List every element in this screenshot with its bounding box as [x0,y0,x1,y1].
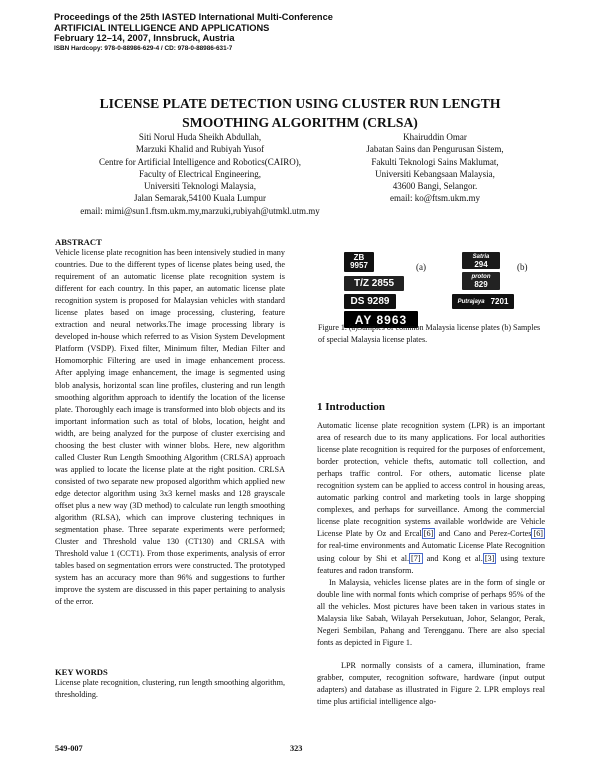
plate-image: AY 8963 [344,311,418,328]
figure-1: ZB 9957 T/Z 2855 DS 9289 AY 8963 (a) Sat… [320,250,545,410]
plate-text: DS 9289 [350,296,390,307]
figure-label-a: (a) [416,262,426,272]
keywords-text: License plate recognition, clustering, r… [55,678,285,700]
author-right-line: Jabatan Sains dan Pengurusan Sistem, [366,144,504,155]
author-left-line: Centre for Artificial Intelligence and R… [99,156,301,167]
proceedings-header: Proceedings of the 25th IASTED Internati… [54,12,333,54]
intro-heading: 1 Introduction [317,401,385,413]
plate-text: 7201 [490,297,509,306]
author-left-line: Siti Norul Huda Sheikh Abdullah, [138,132,262,142]
plate-text: 9957 [350,261,368,270]
header-line-1: Proceedings of the 25th IASTED Internati… [54,12,333,22]
citation-link[interactable]: [7] [409,552,423,564]
citation-link[interactable]: [6] [421,528,436,540]
intro-text: using texture features and radon transfo… [317,553,545,575]
author-right-line: Khairuddin Omar [403,132,467,142]
plate-image: Putrajaya 7201 [452,294,514,309]
plate-text: Putrajaya [457,298,485,305]
author-right-email: email: ko@ftsm.ukm.my [389,193,481,204]
intro-paragraph-2: In Malaysia, vehicles license plates are… [317,577,545,647]
header-line-4: ISBN Hardcopy: 978-0-88986-629-4 / CD: 9… [54,44,233,52]
author-left-line: Faculty of Electrical Engineering, [139,168,261,179]
abstract-heading: ABSTRACT [55,237,102,247]
intro-paragraph-3: LPR normally consists of a camera, illum… [317,660,545,707]
plate-image: T/Z 2855 [344,276,404,291]
intro-text: Automatic license plate recognition syst… [317,421,545,539]
author-left-line: Jalan Semarak,54100 Kuala Lumpur [134,193,266,204]
author-left-line: Marzuki Khalid and Rubiyah Yusof [135,144,265,155]
paper-id: 549-007 [55,744,83,753]
plate-text: AY 8963 [354,312,408,327]
header-line-2: ARTIFICIAL INTELLIGENCE AND APPLICATIONS [54,22,270,33]
paper-title: LICENSE PLATE DETECTION USING CLUSTER RU… [0,94,600,132]
intro-paragraph-1: Automatic license plate recognition syst… [317,420,546,577]
author-right-line: Fakulti Teknologi Sains Maklumat, [371,156,499,167]
intro-text: and Cano and Perez-Cortes [435,529,532,539]
intro-text: for real-time environments and Automatic… [317,541,545,563]
plate-text: 829 [474,280,488,289]
author-right-line: 43600 Bangi, Selangor. [392,181,478,192]
plate-text: T/Z 2855 [353,278,395,289]
figure-label-b: (b) [517,262,528,272]
intro-section: Automatic license plate recognition syst… [317,420,546,708]
intro-text: and Kong et al. [422,553,483,563]
authors-left: Siti Norul Huda Sheikh Abdullah, Marzuki… [60,131,340,217]
citation-link[interactable]: [6] [531,528,546,540]
author-right-line: Universiti Kebangsaan Malaysia, [375,168,495,179]
plate-image: proton 829 [462,272,500,290]
authors-right: Khairuddin Omar Jabatan Sains dan Pengur… [330,131,540,205]
plate-text: Satria [472,253,490,260]
page-number: 323 [290,744,303,753]
title-line-1: LICENSE PLATE DETECTION USING CLUSTER RU… [99,96,501,111]
plate-image: Satria 294 [462,252,500,269]
citation-link[interactable]: [3] [482,552,497,564]
author-left-email: email: mimi@sun1.ftsm.ukm.my,marzuki,rub… [80,205,320,216]
author-left-line: Universiti Teknologi Malaysia, [144,181,256,192]
plate-text: ZB [353,253,365,262]
header-line-3: February 12–14, 2007, Innsbruck, Austria [54,33,235,43]
plate-image: ZB 9957 [344,252,374,272]
abstract-text: Vehicle license plate recognition has be… [55,248,285,607]
abstract-section: ABSTRACT Vehicle license plate recogniti… [55,237,285,608]
figure-caption: Figure 1. (a)Samples of common Malaysia … [318,323,541,344]
plate-image: DS 9289 [344,294,396,309]
plate-text: proton [471,274,491,280]
title-line-2: SMOOTHING ALGORITHM (CRLSA) [182,115,418,130]
plate-text: 294 [474,259,488,269]
keywords-section: KEY WORDS License plate recognition, clu… [55,667,285,701]
keywords-heading: KEY WORDS [55,667,108,677]
